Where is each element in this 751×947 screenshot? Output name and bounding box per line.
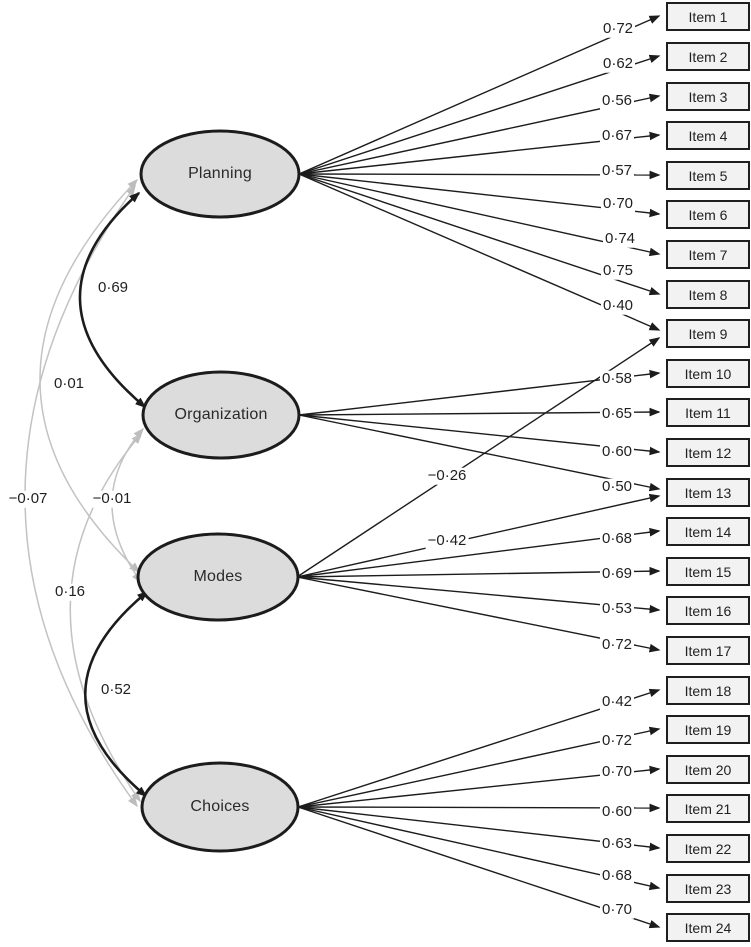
factor-label-planning: Planning <box>188 165 252 182</box>
loading-label-item-22: 0·63 <box>599 834 635 853</box>
item-box-5: Item 5 <box>666 161 750 190</box>
loading-label-item-6: 0·70 <box>600 194 636 213</box>
loading-label-item-19: 0·72 <box>599 731 635 750</box>
loading-label-item-16: 0·53 <box>599 599 635 618</box>
item-box-1: Item 1 <box>666 2 750 31</box>
loading-label-item-9: 0·40 <box>600 296 636 315</box>
item-box-24: Item 24 <box>666 913 750 942</box>
item-box-22: Item 22 <box>666 834 750 863</box>
item-box-10: Item 10 <box>666 359 750 388</box>
item-box-8: Item 8 <box>666 280 750 309</box>
item-box-6: Item 6 <box>666 200 750 229</box>
item-box-17: Item 17 <box>666 636 750 665</box>
loading-label-item-21: 0·60 <box>599 802 635 821</box>
loading-label-item-4: 0·67 <box>599 126 635 145</box>
item-box-9: Item 9 <box>666 319 750 348</box>
item-box-19: Item 19 <box>666 715 750 744</box>
factor-label-modes: Modes <box>193 568 243 585</box>
correlation-label-organization-modes: −0·01 <box>90 489 134 508</box>
loading-label-item-17: 0·72 <box>599 635 635 654</box>
cross-loading-label-item-13: −0·42 <box>425 531 469 550</box>
item-box-23: Item 23 <box>666 874 750 903</box>
factor-ellipse-planning <box>139 129 301 219</box>
factor-ellipses <box>136 129 301 853</box>
item-box-3: Item 3 <box>666 82 750 111</box>
loading-label-item-2: 0·62 <box>600 54 636 73</box>
item-box-21: Item 21 <box>666 794 750 823</box>
loading-arrows <box>296 15 661 929</box>
item-box-16: Item 16 <box>666 596 750 625</box>
curve-planning-organization <box>78 191 147 408</box>
cross-loading-label-item-9: −0·26 <box>425 466 469 485</box>
factor-label-organization: Organization <box>174 406 268 423</box>
item-box-14: Item 14 <box>666 517 750 546</box>
item-box-13: Item 13 <box>666 478 750 507</box>
loading-label-item-10: 0·58 <box>599 369 635 388</box>
correlation-label-planning-organization: 0·69 <box>95 278 131 297</box>
loading-label-item-12: 0·60 <box>599 442 635 461</box>
loading-label-item-15: 0·69 <box>599 564 635 583</box>
correlation-label-planning-modes: 0·01 <box>51 374 87 393</box>
item-box-15: Item 15 <box>666 557 750 586</box>
item-box-7: Item 7 <box>666 240 750 269</box>
item-box-18: Item 18 <box>666 676 750 705</box>
item-box-2: Item 2 <box>666 42 750 71</box>
loading-label-item-1: 0·72 <box>600 19 636 38</box>
factor-ellipse-choices <box>140 761 300 853</box>
loading-label-item-11: 0·65 <box>599 404 635 423</box>
loading-label-item-20: 0·70 <box>599 762 635 781</box>
loading-label-item-3: 0·56 <box>599 91 635 110</box>
curve-organization-choices <box>69 432 142 803</box>
item-box-20: Item 20 <box>666 755 750 784</box>
correlation-label-planning-choices: −0·07 <box>6 489 50 508</box>
loading-label-item-14: 0·68 <box>599 529 635 548</box>
correlation-label-organization-choices: 0·16 <box>52 582 88 601</box>
factor-ellipse-modes <box>136 532 300 622</box>
loading-label-item-24: 0·70 <box>599 900 635 919</box>
loading-label-item-23: 0·68 <box>599 866 635 885</box>
item-box-11: Item 11 <box>666 398 750 427</box>
correlation-label-modes-choices: 0·52 <box>98 680 134 699</box>
loading-label-item-5: 0·57 <box>599 161 635 180</box>
loading-label-item-18: 0·42 <box>599 692 635 711</box>
factor-label-choices: Choices <box>190 798 250 815</box>
item-box-4: Item 4 <box>666 121 750 150</box>
loading-label-item-13: 0·50 <box>599 477 635 496</box>
loading-label-item-8: 0·75 <box>600 261 636 280</box>
loading-label-item-7: 0·74 <box>602 229 638 248</box>
item-box-12: Item 12 <box>666 438 750 467</box>
curve-modes-choices <box>84 590 149 797</box>
curve-planning-modes <box>39 178 141 574</box>
factor-ellipse-organization <box>141 370 301 460</box>
